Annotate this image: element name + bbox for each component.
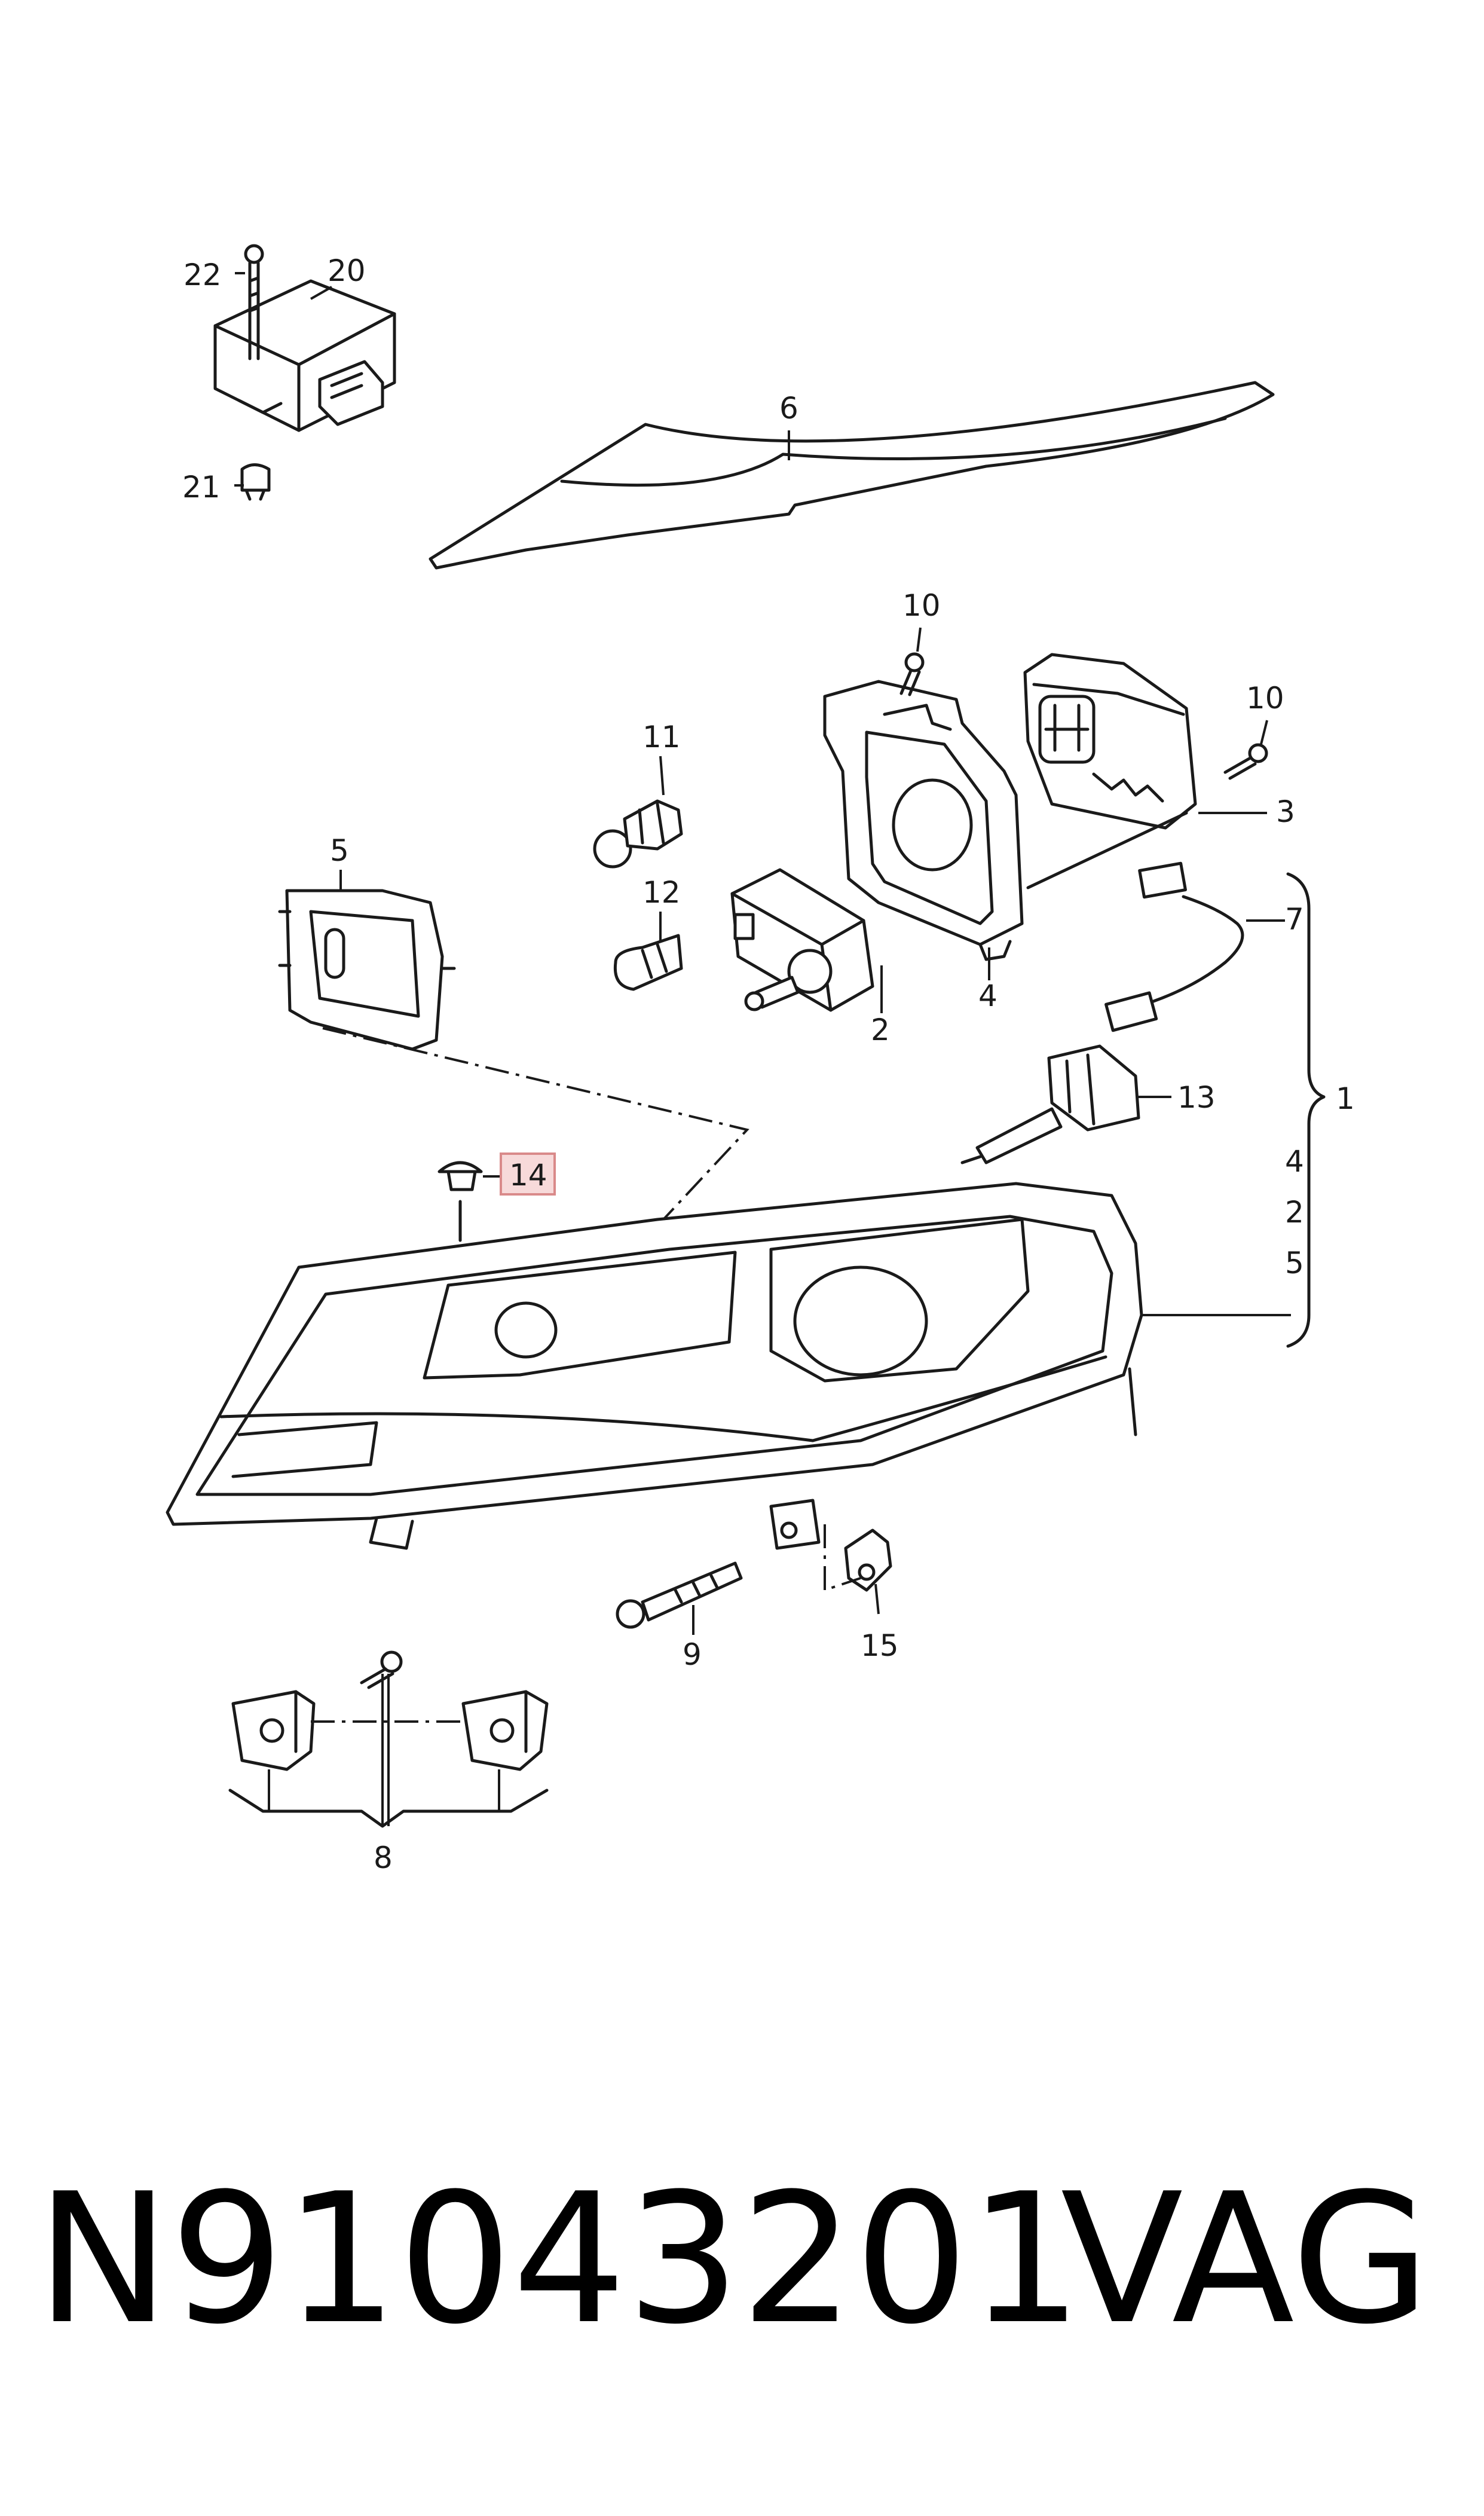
brace-8: [228, 1674, 549, 1828]
callout-13: 13: [1177, 1080, 1216, 1115]
callout-12: 12: [642, 875, 681, 910]
screw-10-right: [1223, 743, 1268, 780]
ballast-leader: [1026, 811, 1188, 889]
part-number: N91043201: [36, 2155, 1083, 2364]
callout-3: 3: [1276, 794, 1295, 829]
housing-frame-4: [823, 680, 1024, 961]
callout-10-left: 10: [902, 588, 941, 623]
callout-9: 9: [683, 1637, 702, 1672]
callout-22: 22: [183, 258, 222, 292]
callout-5: 5: [330, 833, 349, 868]
control-unit-20: [213, 279, 396, 432]
brace-1: [1286, 872, 1326, 1348]
brand-label: VAG: [1060, 2155, 1430, 2364]
bulb-11: [593, 799, 683, 869]
clip-21: [240, 463, 271, 501]
callout-14-highlight: [500, 1152, 556, 1196]
callout-1: 1: [1336, 1081, 1355, 1116]
trim-strip-6: [429, 381, 1275, 570]
bolt-9: [616, 1561, 743, 1629]
bracket-list-4: 4: [1285, 1144, 1304, 1179]
callout-11: 11: [642, 720, 681, 754]
headlight-assembly-1: [166, 1182, 1143, 1550]
callout-4: 4: [978, 979, 998, 1013]
callout-6: 6: [779, 391, 798, 426]
callout-15: 15: [861, 1628, 899, 1663]
screw-10-left: [899, 652, 925, 696]
bracket-right-8: [461, 1690, 549, 1771]
callout-14: 14: [509, 1158, 547, 1193]
leader-lines: [234, 272, 1291, 1635]
callout-7: 7: [1285, 902, 1304, 937]
callout-2: 2: [871, 1013, 890, 1047]
assembly-lines: [311, 1027, 861, 1723]
callout-10-right: 10: [1246, 681, 1284, 716]
callout-8: 8: [374, 1841, 393, 1875]
cable-7: [1104, 861, 1244, 1032]
ballast-3: [1023, 653, 1197, 830]
callout-20: 20: [328, 253, 366, 288]
plug-14: [437, 1161, 483, 1242]
bulb-12: [613, 934, 683, 991]
clip-nut-15: [844, 1528, 892, 1592]
screw-22: [244, 244, 264, 360]
bracket-left-8: [231, 1690, 316, 1771]
cover-cap-5: [278, 889, 456, 1051]
bracket-list-5: 5: [1285, 1246, 1304, 1280]
bracket-list-2: 2: [1285, 1195, 1304, 1230]
callout-labels: 22 20 21 6 10 10 3 11 12 5 7 2 4 13 1 4 …: [182, 253, 1355, 1875]
xenon-bulb-13: [960, 1044, 1140, 1164]
callout-21: 21: [182, 470, 221, 505]
motor-2: [730, 868, 874, 1012]
